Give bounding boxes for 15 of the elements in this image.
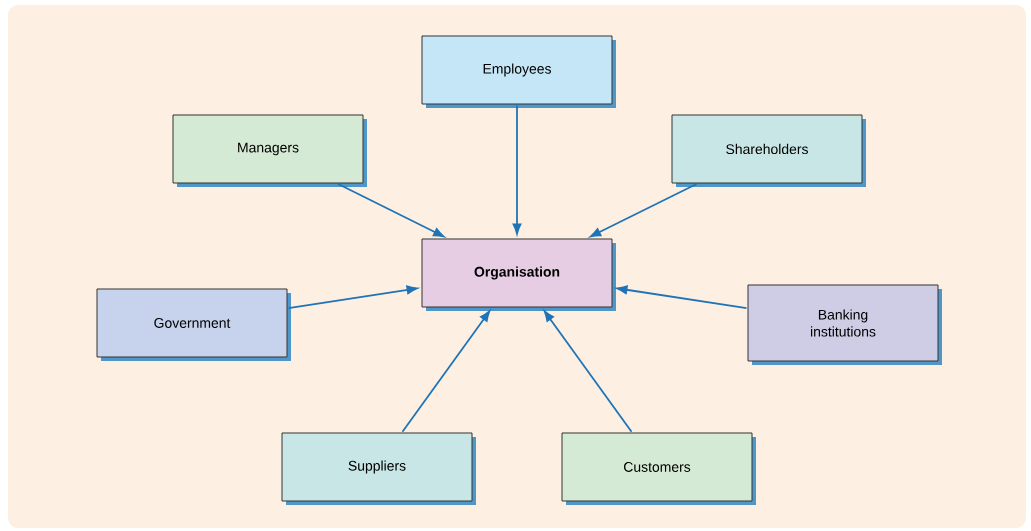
arrow bbox=[401, 310, 491, 433]
arrow bbox=[589, 183, 698, 238]
process-box: Suppliers bbox=[281, 432, 476, 505]
process-box: Customers bbox=[561, 432, 756, 505]
arrow bbox=[287, 285, 418, 310]
process-box: Managers bbox=[172, 114, 367, 187]
process-box: Organisation bbox=[421, 238, 616, 311]
arrow bbox=[512, 104, 522, 235]
process-box: Employees bbox=[421, 35, 616, 108]
arrow bbox=[616, 285, 748, 310]
process-box: Shareholders bbox=[671, 114, 866, 187]
arrow bbox=[543, 310, 633, 433]
arrow bbox=[337, 183, 445, 238]
process-box: Banking institutions bbox=[747, 284, 942, 365]
process-box: Government bbox=[96, 288, 291, 361]
